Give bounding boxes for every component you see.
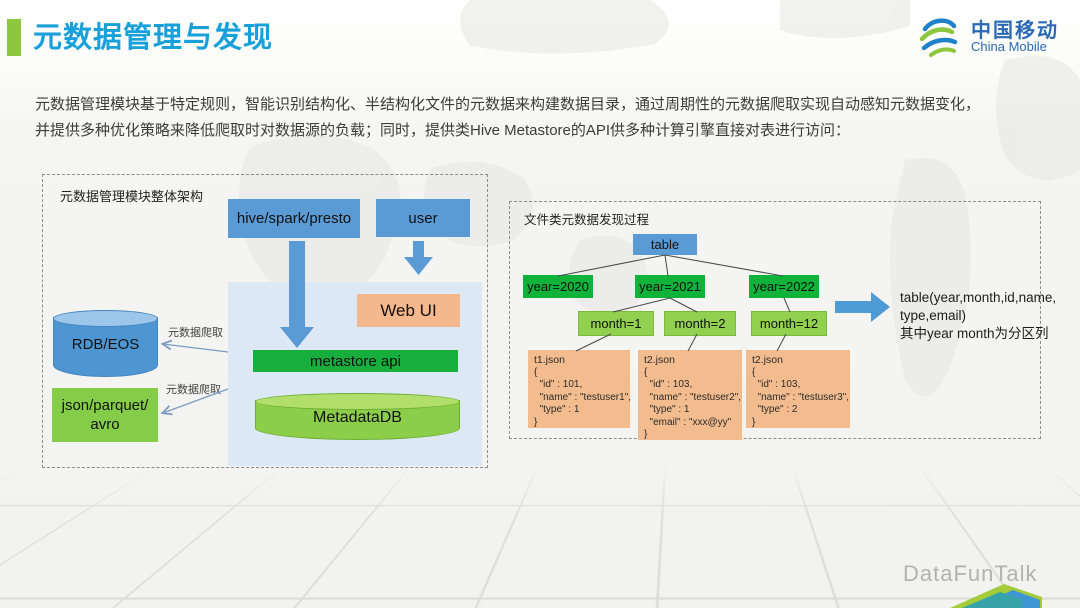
intro-line-1: 元数据管理模块基于特定规则，智能识别结构化、半结构化文件的元数据来构建数据目录，… bbox=[35, 96, 981, 113]
node-metadatadb: MetadataDB bbox=[255, 393, 460, 440]
discovery-note: table(year,month,id,name, type,email) 其中… bbox=[900, 289, 1080, 343]
note-line-2: type,email) bbox=[900, 308, 967, 323]
discovery-panel bbox=[509, 201, 1041, 439]
month-node-2: month=2 bbox=[664, 311, 736, 336]
file-name: t1.json bbox=[534, 354, 565, 366]
file-name: t2.json bbox=[752, 354, 783, 366]
node-metastore-api: metastore api bbox=[253, 350, 458, 372]
intro-line-2: 并提供多种优化策略来降低爬取时对数据源的负载；同时，提供类Hive Metast… bbox=[35, 122, 851, 139]
file-card-t1: t1.json { "id" : 101, "name" : "testuser… bbox=[528, 350, 632, 428]
logo-text-cn: 中国移动 bbox=[971, 20, 1059, 42]
china-mobile-logo: 中国移动 China Mobile bbox=[915, 12, 1075, 64]
note-line-1: table(year,month,id,name, bbox=[900, 290, 1057, 305]
note-line-3: 其中year month为分区列 bbox=[900, 326, 1049, 341]
metadatadb-cylinder-top bbox=[255, 393, 460, 410]
crawl-label-top: 元数据爬取 bbox=[168, 327, 223, 339]
month-node-1: month=1 bbox=[578, 311, 654, 336]
node-table-root: table bbox=[633, 234, 697, 255]
floor-grid-fade bbox=[0, 462, 1080, 517]
file-card-t2: t2.json { "id" : 103, "name" : "testuser… bbox=[638, 350, 742, 440]
node-web-ui: Web UI bbox=[357, 294, 460, 327]
page-title: 元数据管理与发现 bbox=[33, 22, 274, 54]
year-node-2021: year=2021 bbox=[635, 275, 705, 298]
architecture-caption: 元数据管理模块整体架构 bbox=[60, 189, 204, 204]
intro-paragraph: 元数据管理模块基于特定规则，智能识别结构化、半结构化文件的元数据来构建数据目录，… bbox=[35, 92, 1050, 144]
year-node-2020: year=2020 bbox=[523, 275, 593, 298]
file-json-body: { "id" : 101, "name" : "testuser1", "typ… bbox=[534, 366, 632, 428]
month-node-12: month=12 bbox=[751, 311, 827, 336]
footer-brand: DataFunTalk bbox=[903, 561, 1038, 586]
file-json-body: { "id" : 103, "name" : "testuser3", "typ… bbox=[752, 366, 850, 428]
file-card-t3: t2.json { "id" : 103, "name" : "testuser… bbox=[746, 350, 850, 428]
file-json-body: { "id" : 103, "name" : "testuser2", "typ… bbox=[644, 366, 742, 441]
architecture-panel bbox=[42, 174, 488, 468]
discovery-caption: 文件类元数据发现过程 bbox=[524, 213, 650, 227]
logo-text-en: China Mobile bbox=[971, 39, 1047, 54]
rdb-cylinder-body bbox=[53, 317, 158, 377]
rdb-cylinder-top bbox=[53, 310, 158, 327]
node-rdb-eos: RDB/EOS bbox=[53, 310, 158, 377]
file-name: t2.json bbox=[644, 354, 675, 366]
title-accent-bar bbox=[7, 19, 21, 56]
node-hive-spark-presto: hive/spark/presto bbox=[228, 199, 360, 238]
crawl-label-bottom: 元数据爬取 bbox=[166, 384, 221, 396]
logo-globe-icon bbox=[919, 18, 958, 57]
year-node-2022: year=2022 bbox=[749, 275, 819, 298]
node-json-parquet-avro: json/parquet/ avro bbox=[52, 388, 158, 442]
metadatadb-label: MetadataDB bbox=[313, 409, 402, 426]
node-user: user bbox=[376, 199, 470, 237]
rdb-label: RDB/EOS bbox=[71, 336, 140, 353]
